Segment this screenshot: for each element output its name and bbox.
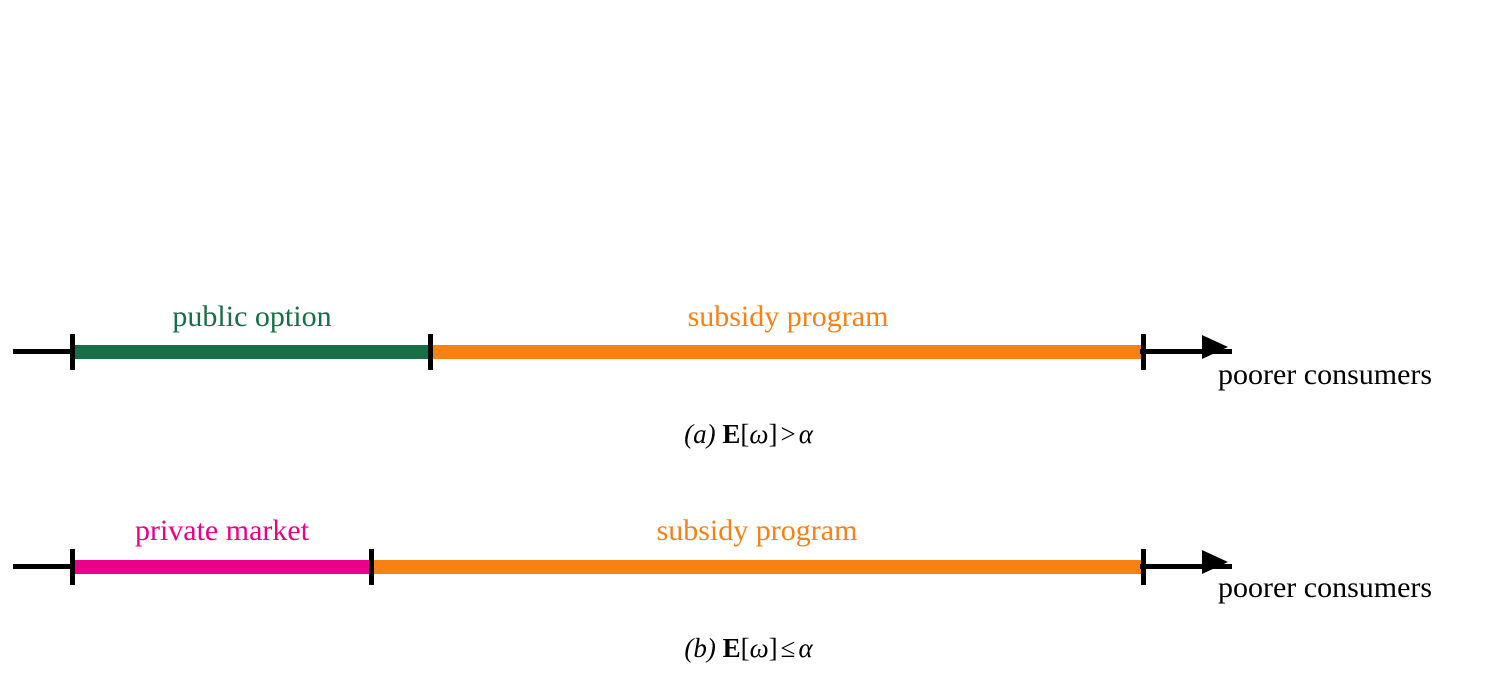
axis-tick-a-0 xyxy=(70,334,75,370)
caption-tag-a: (a) xyxy=(684,419,716,449)
axis-b xyxy=(0,537,1497,597)
caption-math-a: E[ω]>α xyxy=(722,419,813,449)
axis-tick-b-1 xyxy=(369,549,374,585)
segment-bar-public-option xyxy=(72,345,430,359)
axis-right-stub-a xyxy=(1140,349,1232,354)
axis-tick-a-2 xyxy=(1141,334,1146,370)
panel-a: public option subsidy program poorer con… xyxy=(0,300,1497,450)
segment-bar-subsidy-program-a xyxy=(430,345,1143,359)
axis-left-stub-a xyxy=(13,349,75,354)
segment-label-private-market: private market xyxy=(134,514,310,547)
caption-tag-b: (b) xyxy=(684,633,716,663)
caption-variable-a: ω xyxy=(749,419,769,449)
caption-bracket-open-b: [ xyxy=(740,633,750,663)
axis-tick-a-1 xyxy=(428,334,433,370)
axis-right-stub-b xyxy=(1140,564,1232,569)
axis-tick-b-0 xyxy=(70,549,75,585)
caption-operator-a: E xyxy=(722,419,741,449)
axis-end-label-a: poorer consumers xyxy=(1218,358,1433,391)
caption-relation-a: > xyxy=(780,419,796,449)
segment-label-subsidy-program-a: subsidy program xyxy=(687,300,889,333)
axis-arrow-head-b xyxy=(1202,550,1228,574)
segment-bar-subsidy-program-b xyxy=(371,560,1143,574)
axis-a xyxy=(0,322,1497,382)
caption-b: (b) E[ω]≤α xyxy=(0,632,1497,664)
caption-threshold-b: α xyxy=(798,633,813,663)
caption-bracket-close-b: ] xyxy=(768,633,778,663)
axis-arrow-head-a xyxy=(1202,335,1228,359)
caption-operator-b: E xyxy=(722,633,741,663)
caption-a: (a) E[ω]>α xyxy=(0,418,1497,450)
axis-tick-b-2 xyxy=(1141,549,1146,585)
segment-label-subsidy-program-b: subsidy program xyxy=(656,514,858,547)
segment-label-public-option: public option xyxy=(172,300,332,333)
caption-math-b: E[ω]≤α xyxy=(723,633,813,663)
caption-bracket-close-a: ] xyxy=(768,419,778,449)
caption-relation-b: ≤ xyxy=(780,633,796,663)
caption-variable-b: ω xyxy=(749,633,769,663)
axis-end-label-b: poorer consumers xyxy=(1218,571,1433,604)
axis-left-stub-b xyxy=(13,564,75,569)
caption-threshold-a: α xyxy=(798,419,813,449)
caption-bracket-open-a: [ xyxy=(740,419,750,449)
segment-bar-private-market xyxy=(72,560,371,574)
